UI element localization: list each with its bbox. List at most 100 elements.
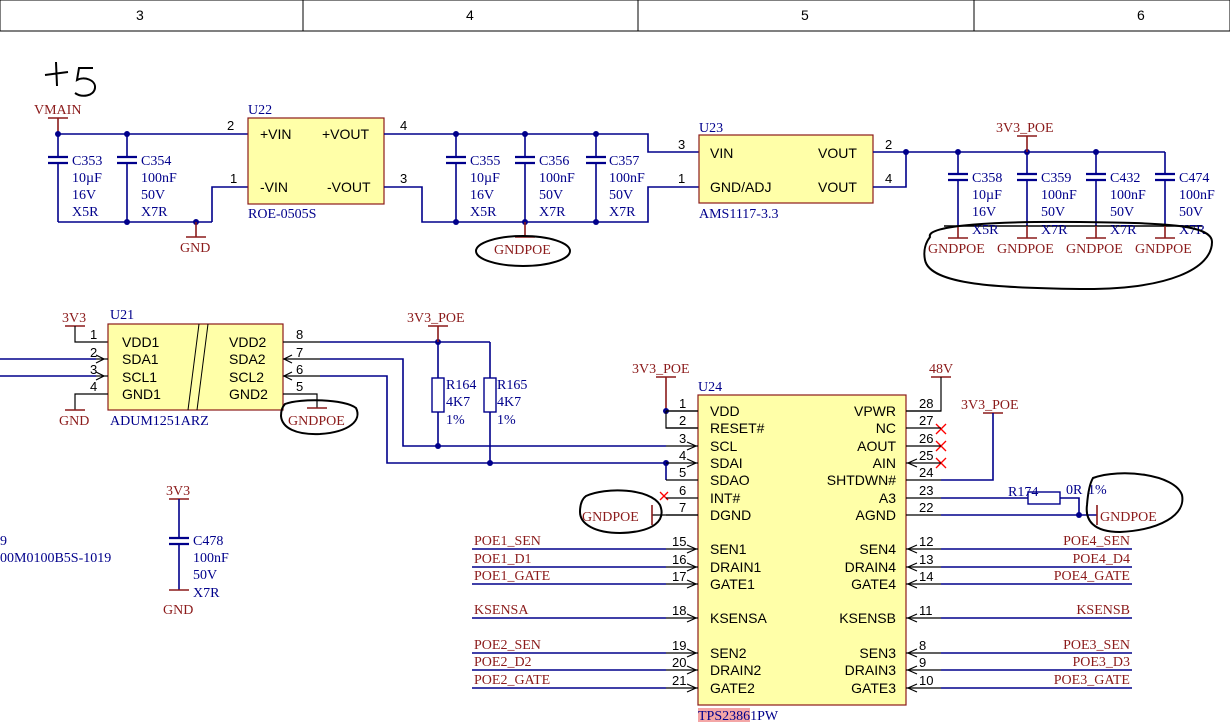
net-label: POE1_GATE xyxy=(474,569,550,584)
v3v3-label: 3V3 xyxy=(62,311,86,326)
cap-dielectric: X7R xyxy=(609,205,636,220)
res-value: 0R xyxy=(1066,483,1083,498)
res-ref: R164 xyxy=(446,378,476,393)
pin-number: 1 xyxy=(90,327,97,342)
pin-name: GND1 xyxy=(122,386,161,402)
cap-value: 10µF xyxy=(972,188,1002,203)
net-label: POE3_SEN xyxy=(1063,638,1130,653)
u24-pin-name: DRAIN4 xyxy=(845,559,897,575)
pin-number: 3 xyxy=(90,362,97,377)
cap-voltage: 16V xyxy=(470,188,494,203)
pin-number: 4 xyxy=(400,118,407,133)
r164[interactable] xyxy=(431,377,445,413)
c478: 3V3 GND C478 100nF 50V X7R xyxy=(163,484,229,618)
res-tolerance: 1% xyxy=(497,413,516,428)
u24-pin-name: AOUT xyxy=(857,438,896,454)
res-value: 4K7 xyxy=(497,395,521,410)
u24-pin-number: 20 xyxy=(672,655,686,670)
u24-pin-number: 18 xyxy=(672,603,686,618)
u24-pin-number: 28 xyxy=(919,396,933,411)
u24-pin-number: 24 xyxy=(919,465,933,480)
u22-ref: U22 xyxy=(248,103,272,118)
cap-dielectric: X7R xyxy=(1110,223,1137,238)
u24-pin-number: 13 xyxy=(919,552,933,567)
net-label: POE2_SEN xyxy=(474,638,541,653)
net-label: POE2_GATE xyxy=(474,673,550,688)
cap-ref: C358 xyxy=(972,171,1002,186)
vmain-label: VMAIN xyxy=(34,103,81,118)
cap-value: 100nF xyxy=(539,171,575,186)
v48-label: 48V xyxy=(929,362,953,377)
pin-name: VOUT xyxy=(818,145,857,161)
u24-pin-number: 22 xyxy=(919,500,933,515)
u24-pin-number: 2 xyxy=(679,413,686,428)
u24-pin-number: 7 xyxy=(679,500,686,515)
u21-body[interactable] xyxy=(107,323,284,411)
net-label: POE1_D1 xyxy=(474,552,532,567)
cap-voltage: 16V xyxy=(972,205,996,220)
r165[interactable] xyxy=(483,377,497,413)
cap-dielectric: X5R xyxy=(972,223,999,238)
u24-body[interactable] xyxy=(697,394,907,706)
v3v3poe-label: 3V3_POE xyxy=(961,398,1019,413)
v3v3poe-label: 3V3_POE xyxy=(996,121,1054,136)
cap-dielectric: X5R xyxy=(470,205,497,220)
u24-pin-name: GATE4 xyxy=(851,576,896,592)
power-section: VMAIN GND C353 10µF 16V X5R C354 100nF 5… xyxy=(34,103,1215,291)
u24-pin-number: 6 xyxy=(679,483,686,498)
pin-number: 6 xyxy=(296,362,303,377)
cap-voltage: 50V xyxy=(193,568,217,583)
u24-pin-name: VDD xyxy=(710,403,740,419)
gndpoe-label: GNDPOE xyxy=(1135,242,1192,257)
i2c-bus: 3V3_POE R164 4K7 1% R165 4K7 1% xyxy=(320,311,669,480)
u24-pin-number: 5 xyxy=(679,465,686,480)
cap-dielectric: X7R xyxy=(193,586,220,601)
u24-pin-number: 1 xyxy=(679,396,686,411)
cap-dielectric: X7R xyxy=(141,205,168,220)
u23-body[interactable] xyxy=(698,134,874,204)
u24-pin-name: RESET# xyxy=(710,420,765,436)
u24-pin-name: GATE3 xyxy=(851,680,896,696)
cap-ref: C478 xyxy=(193,534,223,549)
u24-part: TPS23861PW xyxy=(698,709,779,723)
u21-part: ADUM1251ARZ xyxy=(110,414,209,429)
pin-name: -VOUT xyxy=(327,179,371,195)
u24-pin-number: 27 xyxy=(919,413,933,428)
net-label: KSENSB xyxy=(1076,603,1130,618)
net-label: POE2_D2 xyxy=(474,655,532,670)
cap-value: 100nF xyxy=(141,171,177,186)
net-label: POE4_GATE xyxy=(1054,569,1130,584)
u24-pin-number: 23 xyxy=(919,483,933,498)
cutoff-ref: 9 xyxy=(0,534,7,549)
u24-pin-name: SHTDWN# xyxy=(827,472,896,488)
u24-pin-name: GATE2 xyxy=(710,680,755,696)
res-tolerance: 1% xyxy=(1088,483,1107,498)
cap-value: 100nF xyxy=(609,171,645,186)
u24-pin-name: DRAIN2 xyxy=(710,662,762,678)
cutoff-part: 00M0100B5S-1019 xyxy=(0,551,111,566)
u24-pin-name: NC xyxy=(876,420,896,436)
pin-name: GND/ADJ xyxy=(710,179,771,195)
u24-pin-name: DRAIN1 xyxy=(710,559,762,575)
u24-pin-name: DRAIN3 xyxy=(845,662,897,678)
u24-pin-number: 17 xyxy=(672,569,686,584)
net-labels: POE1_SENPOE1_D1POE1_GATEKSENSAPOE2_SENPO… xyxy=(472,534,1132,689)
pin-name: GND2 xyxy=(229,386,268,402)
gndpoe-label: GNDPOE xyxy=(494,243,551,258)
u24-pin-name: SDAO xyxy=(710,472,750,488)
gndpoe-label: GNDPOE xyxy=(582,510,639,525)
u23-ref: U23 xyxy=(699,121,723,136)
pin-number: 2 xyxy=(90,345,97,360)
u21-ref: U21 xyxy=(110,308,134,323)
pin-name: SDA1 xyxy=(122,351,159,367)
gndpoe-label: GNDPOE xyxy=(288,414,345,429)
u24-pin-name: AGND xyxy=(856,507,896,523)
u24-pin-name: VPWR xyxy=(854,403,896,419)
u24-pin-number: 11 xyxy=(919,603,933,618)
cap-dielectric: X7R xyxy=(1041,223,1068,238)
u24-pin-number: 16 xyxy=(672,552,686,567)
gnd-label: GND xyxy=(180,241,210,256)
u22-body[interactable] xyxy=(247,117,385,205)
u24-pin-name: SCL xyxy=(710,438,737,454)
u24-pin-number: 9 xyxy=(919,655,926,670)
